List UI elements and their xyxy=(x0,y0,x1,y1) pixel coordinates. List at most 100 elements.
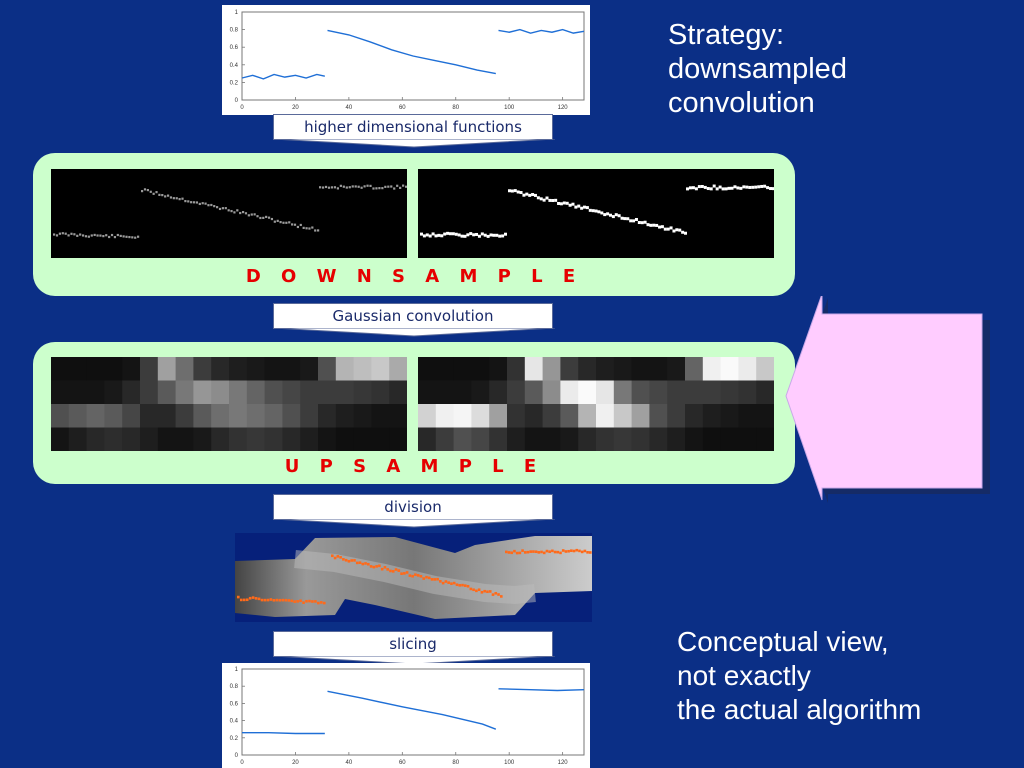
grid-cell xyxy=(264,357,283,381)
sample-dot xyxy=(402,184,405,187)
y-tick-label: 0.4 xyxy=(230,63,239,69)
sample-dot xyxy=(575,548,579,552)
grid-cell xyxy=(264,427,283,451)
grid-cell xyxy=(453,404,472,428)
sample-dot xyxy=(519,191,523,195)
sample-dot xyxy=(204,202,207,205)
sample-dot xyxy=(372,187,375,190)
grid-cell xyxy=(418,380,437,405)
sample-dot xyxy=(637,221,641,225)
sample-dot xyxy=(178,198,181,201)
sample-dot xyxy=(431,232,435,236)
sample-dot xyxy=(504,232,507,236)
sample-dot xyxy=(172,197,175,200)
sample-dot xyxy=(416,574,420,577)
sample-dot xyxy=(146,188,149,192)
sample-dot xyxy=(678,228,682,232)
grid-cell xyxy=(471,404,490,428)
sample-dot xyxy=(455,583,459,587)
y-tick-label: 0.6 xyxy=(230,701,239,707)
series-line xyxy=(241,73,325,80)
sample-dot xyxy=(523,551,527,554)
step-division: division xyxy=(273,494,553,520)
sample-dot xyxy=(288,221,291,224)
sample-dot xyxy=(53,233,56,236)
sample-dot xyxy=(681,230,685,234)
sample-dot xyxy=(314,229,317,232)
sample-dot xyxy=(405,185,407,188)
sample-dot xyxy=(396,184,399,187)
sample-dot xyxy=(339,184,342,187)
sample-dot xyxy=(577,204,581,208)
grid-cell xyxy=(157,427,177,451)
sample-dot xyxy=(149,190,152,193)
x-tick-label: 100 xyxy=(504,105,515,111)
sample-dot xyxy=(508,189,511,193)
sample-dot xyxy=(529,550,532,553)
grid-cell xyxy=(300,357,319,381)
sample-dot xyxy=(518,551,522,555)
sample-dot xyxy=(375,187,378,190)
sample-dot xyxy=(296,600,299,603)
grid-cell xyxy=(418,404,437,428)
grid-cell xyxy=(578,380,597,405)
sample-dot xyxy=(323,601,326,605)
series-line xyxy=(498,688,585,692)
series-line xyxy=(327,690,497,730)
sample-dot xyxy=(403,572,406,575)
sample-dot xyxy=(256,215,259,218)
sample-dot xyxy=(480,590,484,594)
grid-cell xyxy=(371,357,390,381)
sample-dot xyxy=(532,550,535,553)
sample-dot xyxy=(457,233,461,237)
sample-dot xyxy=(305,227,308,230)
grid-cell xyxy=(560,404,579,428)
sample-dot xyxy=(360,186,363,189)
grid-cell xyxy=(702,380,722,405)
sample-dot xyxy=(320,601,323,604)
sample-dot xyxy=(380,567,384,571)
sample-dot xyxy=(583,549,587,553)
grid-cell xyxy=(51,380,70,405)
sample-dot xyxy=(201,202,204,205)
sample-dot xyxy=(143,188,147,191)
grid-cell xyxy=(140,404,159,428)
sample-dot xyxy=(611,215,615,219)
sample-dot xyxy=(578,549,581,553)
sample-dot xyxy=(293,223,297,226)
sample-dot xyxy=(79,233,82,236)
x-tick-label: 40 xyxy=(346,760,353,766)
grid-cell xyxy=(578,404,597,428)
grid-cell xyxy=(122,404,141,428)
grid-cell xyxy=(507,357,526,381)
sample-dot xyxy=(564,550,568,553)
grid-cell xyxy=(435,404,455,428)
sample-dot xyxy=(533,193,537,197)
sample-dot xyxy=(342,558,345,561)
sample-dot xyxy=(505,550,508,554)
sample-dot xyxy=(254,597,258,600)
series-line xyxy=(498,28,585,34)
sample-dot xyxy=(594,209,598,213)
grid-cell xyxy=(353,380,372,405)
grid-cell xyxy=(86,380,105,405)
strategy-heading: Strategy: downsampled convolution xyxy=(668,19,847,119)
sample-dot xyxy=(422,577,426,580)
sample-dot xyxy=(556,550,560,554)
sample-dot xyxy=(513,189,517,193)
grid-cell xyxy=(560,380,579,405)
sample-dot xyxy=(381,187,384,190)
sample-dot xyxy=(386,568,390,571)
sample-dot xyxy=(405,571,409,574)
sample-dot xyxy=(357,185,360,188)
grid-cell xyxy=(68,380,88,405)
grid-cell xyxy=(175,380,194,405)
grid-cell xyxy=(578,427,597,451)
grid-cell xyxy=(667,380,686,405)
sample-dot xyxy=(67,234,70,237)
sample-dot xyxy=(425,233,429,237)
sample-dot xyxy=(745,185,749,189)
sample-dot xyxy=(141,190,144,193)
chevron-down-icon xyxy=(273,328,555,337)
sample-dot xyxy=(500,595,503,598)
